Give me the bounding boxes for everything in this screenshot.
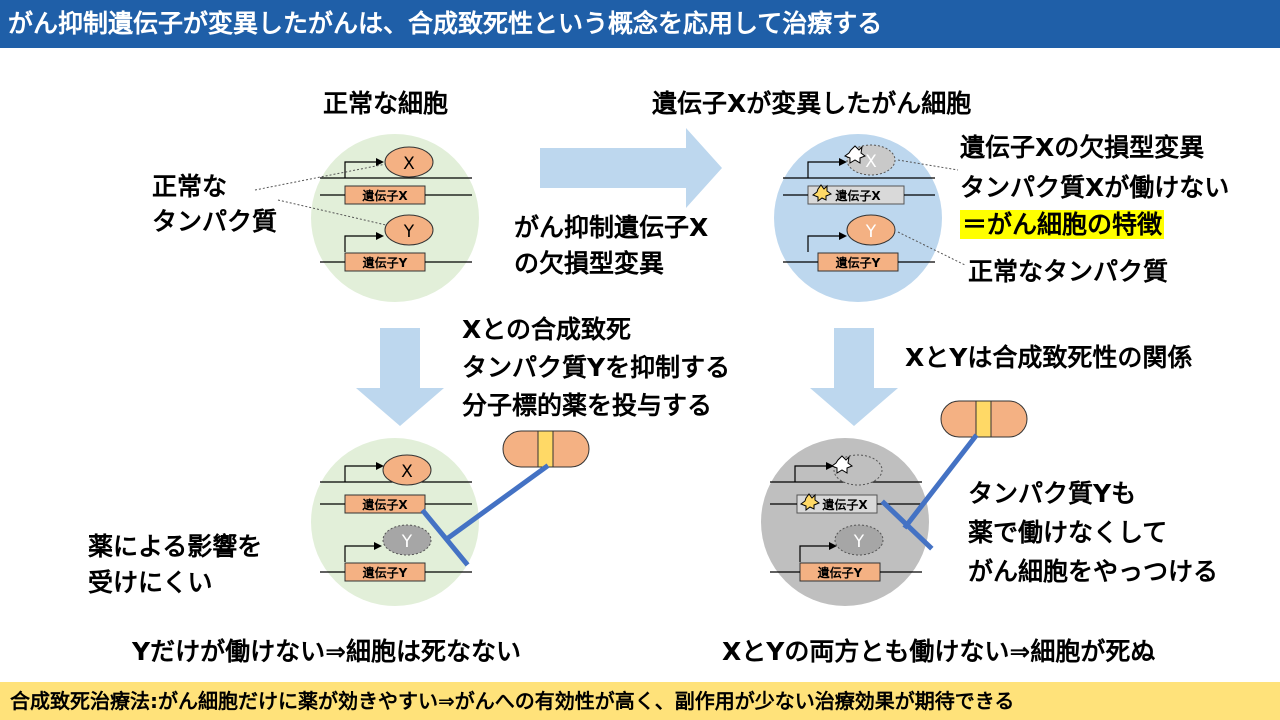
normal-protein-label-line2: タンパク質 — [152, 207, 278, 236]
normal-treated-label-line2: 受けにくい — [88, 568, 213, 597]
mutation-burst-icon — [830, 455, 854, 474]
protein-y-inhibited: Y — [853, 532, 865, 552]
pointer-line — [277, 199, 387, 226]
normal-treated-caption: Yだけが働けない⇒細胞は死なない — [132, 637, 522, 666]
page-header: がん抑制遺伝子が変異したがんは、合成致死性という概念を応用して治療する — [0, 0, 1280, 48]
gene-y-label: 遺伝子Y — [817, 565, 863, 580]
protein-x-inactive: X — [865, 152, 877, 172]
inhibitor-symbol — [880, 433, 979, 551]
gene-x-label: 遺伝子X — [821, 497, 868, 512]
normal-protein-label-line1: 正常な — [152, 172, 228, 201]
normal-treated-label-line1: 薬による影響を — [88, 532, 263, 561]
cancer-treated-label-line1: タンパク質Yも — [968, 479, 1137, 508]
mutation-burst-icon — [799, 493, 821, 511]
cancer-treated-label-line3: がん細胞をやっつける — [968, 557, 1219, 586]
protein-y: Y — [865, 222, 877, 242]
drug-capsule-icon — [940, 400, 1028, 438]
footer-banner: 合成致死治療法:がん細胞だけに薬が効きやすい⇒がんへの有効性が高く、副作用が少な… — [0, 682, 1280, 720]
normal-protein-label: 正常なタンパク質 — [968, 257, 1169, 286]
cancer-cell-title: 遺伝子Xが変異したがん細胞 — [652, 89, 972, 118]
cancer-treated-caption: XとYの両方とも働けない⇒細胞が死ぬ — [722, 637, 1156, 666]
protein-y-inhibited: Y — [401, 532, 413, 552]
pointer-line — [897, 231, 966, 266]
protein-x: X — [401, 462, 413, 482]
drug-label-line3: 分子標的薬を投与する — [462, 391, 713, 420]
normal-cell-treated: X 遺伝子X Y 遺伝子Y — [311, 438, 479, 606]
cancer-cell: X 遺伝子X Y 遺伝子Y — [774, 134, 942, 302]
cancer-cell-treated: 遺伝子X Y 遺伝子Y — [761, 438, 929, 606]
mutation-label-line2: タンパク質Xが働けない — [960, 173, 1230, 202]
drug-label-line2: タンパク質Yを抑制する — [462, 353, 731, 382]
protein-x: X — [403, 154, 415, 174]
mutation-burst-icon — [811, 184, 833, 202]
arrow-label-line1: がん抑制遺伝子X — [514, 213, 709, 242]
gene-x-label: 遺伝子X — [361, 497, 408, 512]
footer-text: 合成致死治療法:がん細胞だけに薬が効きやすい⇒がんへの有効性が高く、副作用が少な… — [10, 689, 1015, 713]
normal-cell: X 遺伝子X Y 遺伝子Y — [311, 134, 479, 302]
mutation-burst-icon — [843, 145, 867, 164]
drug-capsule-icon — [502, 430, 590, 468]
cancer-feature-highlight: ＝がん細胞の特徴 — [960, 210, 1165, 239]
arrow-label-line2: の欠損型変異 — [514, 249, 665, 278]
normal-cell-title: 正常な細胞 — [323, 89, 449, 118]
cancer-feature-label: ＝がん細胞の特徴 — [960, 209, 1165, 240]
page-title: がん抑制遺伝子が変異したがんは、合成致死性という概念を応用して治療する — [8, 9, 883, 38]
gene-y-label: 遺伝子Y — [362, 255, 408, 270]
protein-y: Y — [403, 222, 415, 242]
mutation-label-line1: 遺伝子Xの欠損型変異 — [960, 133, 1205, 162]
inhibitor-symbol — [420, 463, 550, 567]
gene-x-label: 遺伝子X — [834, 188, 881, 203]
drug-label-line1: Xとの合成致死 — [462, 315, 632, 344]
down-arrow-right — [810, 328, 898, 426]
cancer-treated-label-line2: 薬で働けなくして — [968, 518, 1168, 547]
relation-label: XとYは合成致死性の関係 — [905, 343, 1193, 372]
right-arrow — [540, 128, 722, 208]
gene-x-label: 遺伝子X — [361, 188, 408, 203]
gene-y-label: 遺伝子Y — [835, 255, 881, 270]
down-arrow-left — [356, 328, 444, 426]
gene-y-label: 遺伝子Y — [362, 565, 408, 580]
